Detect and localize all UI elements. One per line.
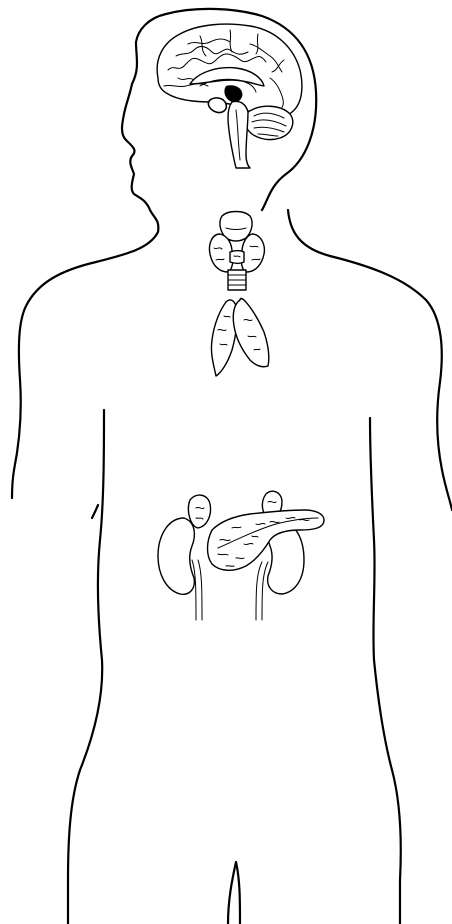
legs-outline — [228, 862, 240, 924]
brain — [157, 24, 302, 168]
pituitary-gland — [208, 98, 226, 113]
left-ureter — [192, 560, 202, 620]
torso-left-outline — [68, 410, 104, 924]
left-hip-mark — [92, 505, 98, 518]
torso-right-outline — [370, 418, 401, 924]
left-kidney — [158, 518, 194, 594]
thymus — [211, 299, 268, 377]
right-ureter — [256, 562, 268, 620]
brain-stem — [228, 101, 250, 168]
abdominal-organs — [158, 491, 324, 620]
left-adrenal-gland — [188, 495, 210, 528]
thyroid-isthmus — [230, 251, 244, 264]
thymus-right-lobe — [233, 299, 269, 367]
thyroid-gland — [209, 212, 264, 291]
